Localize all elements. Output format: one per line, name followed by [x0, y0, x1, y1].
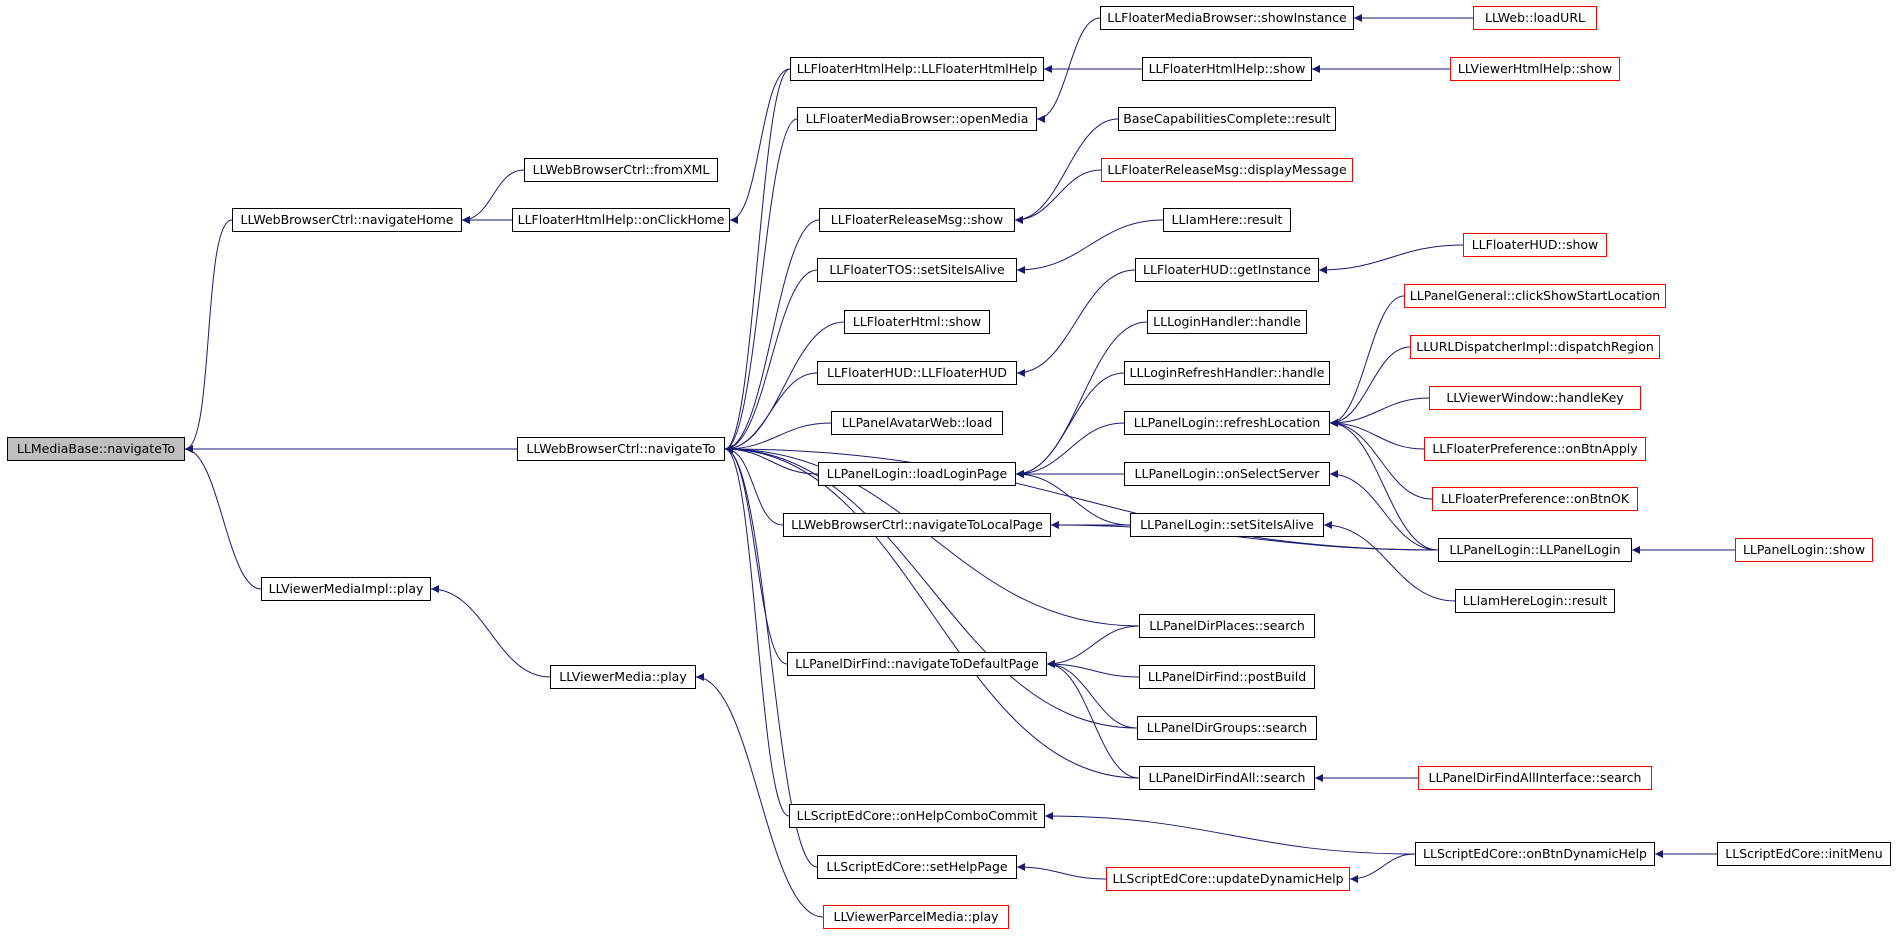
call-edge-n7-n4	[430, 585, 551, 678]
node-llpaneldirfindall-search[interactable]: LLPanelDirFindAll::search	[1139, 766, 1315, 790]
call-edge-n32-n17	[1046, 625, 1140, 668]
node-llfloaterpreference-onbtnapply[interactable]: LLFloaterPreference::onBtnApply	[1424, 437, 1646, 461]
call-edge-n8-n3	[724, 68, 791, 453]
node-llloginhandler-handle[interactable]: LLLoginHandler::handle	[1147, 310, 1307, 334]
node-llfloaterhud-llfloaterhud[interactable]: LLFloaterHUD::LLFloaterHUD	[817, 361, 1017, 385]
call-edge-n26-n13	[1016, 269, 1136, 377]
call-edge-n45-n3	[724, 445, 1439, 551]
node-llfloaterreleasemsg-show[interactable]: LLFloaterReleaseMsg::show	[819, 208, 1015, 232]
call-edge-n45-n30	[1329, 470, 1439, 551]
call-edge-n48-n18	[1044, 812, 1416, 855]
call-edge-n14-n3	[724, 422, 832, 453]
call-edge-n20-n7	[695, 673, 824, 918]
node-llpaneldirfindallinterface-search[interactable]: LLPanelDirFindAllInterface::search	[1418, 766, 1652, 790]
call-edge-n27-n15	[1015, 321, 1148, 478]
call-edge-n2-n1	[184, 219, 233, 453]
node-llfloaterhud-show[interactable]: LLFloaterHUD::show	[1463, 233, 1607, 257]
node-llurldispatcherimpl-dispatchregion[interactable]: LLURLDispatcherImpl::dispatchRegion	[1410, 335, 1660, 359]
call-edge-n12-n3	[724, 321, 845, 453]
node-llscriptedcore-onhelpcombocommit[interactable]: LLScriptEdCore::onHelpComboCommit	[789, 804, 1045, 828]
call-edge-n18-n3	[724, 445, 790, 817]
node-llwebbrowserctrl-navigatetolocalpage[interactable]: LLWebBrowserCtrl::navigateToLocalPage	[783, 513, 1051, 537]
node-llpanellogin-onselectserver[interactable]: LLPanelLogin::onSelectServer	[1124, 462, 1330, 486]
call-edge-n35-n17	[1046, 660, 1140, 779]
node-llfloaterhtmlhelp-show[interactable]: LLFloaterHtmlHelp::show	[1142, 57, 1312, 81]
call-edge-n25-n11	[1016, 219, 1164, 274]
node-llfloaterpreference-onbtnok[interactable]: LLFloaterPreference::onBtnOK	[1432, 487, 1638, 511]
node-llpanellogin-refreshlocation[interactable]: LLPanelLogin::refreshLocation	[1124, 411, 1330, 435]
node-llfloaterhtml-show[interactable]: LLFloaterHtml::show	[844, 310, 990, 334]
call-edge-n41-n29	[1329, 346, 1411, 427]
call-edge-n44-n29	[1329, 419, 1433, 500]
call-edge-n33-n17	[1046, 660, 1140, 678]
call-edge-n11-n3	[724, 269, 818, 453]
node-llpanellogin-show[interactable]: LLPanelLogin::show	[1735, 538, 1873, 562]
node-llfloatermediabrowser-showinstance[interactable]: LLFloaterMediaBrowser::showInstance	[1100, 6, 1354, 30]
call-edge-n10-n3	[724, 219, 820, 453]
call-edge-n34-n3	[724, 445, 1138, 729]
call-edge-n9-n3	[724, 118, 798, 453]
call-edge-n5-n2	[461, 169, 525, 224]
node-llpaneldirgroups-search[interactable]: LLPanelDirGroups::search	[1137, 716, 1317, 740]
node-llloginrefreshhandler-handle[interactable]: LLLoginRefreshHandler::handle	[1124, 361, 1330, 385]
call-edge-n43-n29	[1329, 419, 1425, 450]
call-edge-n19-n3	[724, 445, 818, 868]
node-llviewermedia-play[interactable]: LLViewerMedia::play	[550, 665, 696, 689]
call-edge-n24-n10	[1014, 169, 1102, 224]
node-llpanellogin-setsiteisalive[interactable]: LLPanelLogin::setSiteIsAlive	[1130, 513, 1324, 537]
call-edge-n29-n15	[1015, 422, 1125, 478]
node-llscriptedcore-initmenu[interactable]: LLScriptEdCore::initMenu	[1717, 842, 1891, 866]
node-llpaneldirfind-postbuild[interactable]: LLPanelDirFind::postBuild	[1139, 665, 1315, 689]
call-edge-n4-n1	[184, 445, 262, 590]
node-llpaneldirplaces-search[interactable]: LLPanelDirPlaces::search	[1139, 614, 1315, 638]
node-llviewerwindow-handlekey[interactable]: LLViewerWindow::handleKey	[1429, 386, 1641, 410]
call-edge-n13-n3	[724, 372, 818, 453]
call-edge-n17-n3	[724, 445, 788, 665]
call-edge-n23-n10	[1014, 118, 1119, 224]
node-llscriptedcore-sethelppage[interactable]: LLScriptEdCore::setHelpPage	[817, 855, 1017, 879]
call-edge-n34-n17	[1046, 660, 1138, 729]
call-edge-n8-n6	[729, 68, 791, 224]
node-llpanelavatarweb-load[interactable]: LLPanelAvatarWeb::load	[831, 411, 1003, 435]
node-llfloaterreleasemsg-displaymessage[interactable]: LLFloaterReleaseMsg::displayMessage	[1101, 158, 1353, 182]
node-llfloaterhtmlhelp-onclickhome[interactable]: LLFloaterHtmlHelp::onClickHome	[512, 208, 730, 232]
node-lliamhere-result[interactable]: LLIamHere::result	[1163, 208, 1291, 232]
node-llviewerparcelmedia-play[interactable]: LLViewerParcelMedia::play	[823, 905, 1009, 929]
node-llfloaterhtmlhelp-llfloaterhtmlhelp[interactable]: LLFloaterHtmlHelp::LLFloaterHtmlHelp	[790, 57, 1044, 81]
node-llwebbrowserctrl-fromxml[interactable]: LLWebBrowserCtrl::fromXML	[524, 158, 718, 182]
call-edge-n45-n29	[1329, 419, 1439, 551]
call-edge-n35-n3	[724, 445, 1140, 779]
node-llscriptedcore-updatedynamichelp[interactable]: LLScriptEdCore::updateDynamicHelp	[1106, 867, 1350, 891]
node-llscriptedcore-onbtndynamichelp[interactable]: LLScriptEdCore::onBtnDynamicHelp	[1415, 842, 1655, 866]
node-llfloatertos-setsiteisalive[interactable]: LLFloaterTOS::setSiteIsAlive	[817, 258, 1017, 282]
node-llpanellogin-loadloginpage[interactable]: LLPanelLogin::loadLoginPage	[818, 462, 1016, 486]
call-edge-n39-n26	[1318, 244, 1464, 274]
call-edge-n42-n29	[1329, 397, 1430, 427]
call-edge-n32-n3	[724, 445, 1140, 627]
node-llmediabase-navigateto: LLMediaBase::navigateTo	[7, 437, 185, 461]
node-llviewermediaimpl-play[interactable]: LLViewerMediaImpl::play	[261, 577, 431, 601]
call-edge-n48-n36	[1349, 853, 1416, 883]
node-llwebbrowserctrl-navigatehome[interactable]: LLWebBrowserCtrl::navigateHome	[232, 208, 462, 232]
node-llfloatermediabrowser-openmedia[interactable]: LLFloaterMediaBrowser::openMedia	[797, 107, 1037, 131]
node-llpanellogin-llpanellogin[interactable]: LLPanelLogin::LLPanelLogin	[1438, 538, 1632, 562]
call-edge-n28-n15	[1015, 372, 1125, 478]
node-llwebbrowserctrl-navigateto[interactable]: LLWebBrowserCtrl::navigateTo	[517, 437, 725, 461]
call-edge-n16-n3	[724, 445, 784, 526]
call-edge-n31-n15	[1015, 470, 1131, 526]
node-llweb-loadurl[interactable]: LLWeb::loadURL	[1473, 6, 1597, 30]
node-llpanelgeneral-clickshowstartlocation[interactable]: LLPanelGeneral::clickShowStartLocation	[1404, 284, 1666, 308]
call-edge-n46-n31	[1323, 521, 1456, 602]
node-llpaneldirfind-navigatetodefaultpage[interactable]: LLPanelDirFind::navigateToDefaultPage	[787, 652, 1047, 676]
node-llfloaterhud-getinstance[interactable]: LLFloaterHUD::getInstance	[1135, 258, 1319, 282]
call-edge-n40-n29	[1329, 295, 1405, 427]
call-edge-n36-n19	[1016, 863, 1107, 880]
node-llviewerhtmlhelp-show[interactable]: LLViewerHtmlHelp::show	[1450, 57, 1620, 81]
node-basecapabilitiescomplete-result[interactable]: BaseCapabilitiesComplete::result	[1118, 107, 1336, 131]
node-lliamherelogin-result[interactable]: LLIamHereLogin::result	[1455, 589, 1615, 613]
